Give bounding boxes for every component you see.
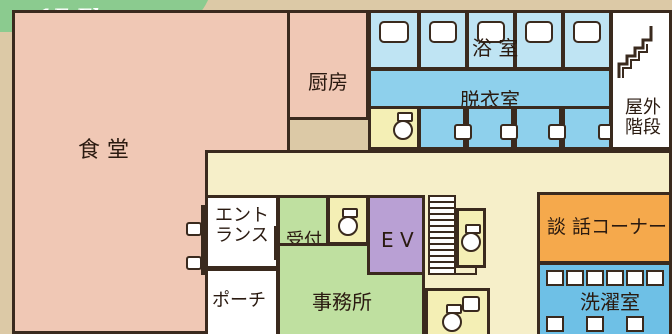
lounge-room	[537, 192, 672, 264]
kitchen-label: 厨房	[308, 70, 348, 94]
bathtub-icon	[573, 21, 601, 43]
stair-icon	[428, 195, 456, 275]
kitchen-room	[287, 10, 369, 120]
washer-icon	[646, 270, 664, 286]
bath-cubicle-4	[514, 10, 564, 70]
sink-icon	[462, 296, 480, 312]
porch-label: ポーチ	[212, 290, 266, 311]
dining-label: 食 堂	[78, 138, 129, 163]
washer-icon	[566, 270, 584, 286]
dressing-label: 脱衣室	[460, 88, 520, 112]
sink-icon	[454, 124, 472, 140]
bathtub-icon	[379, 21, 409, 43]
sink-icon	[500, 124, 518, 140]
washer-icon	[546, 316, 564, 332]
door-icon	[186, 256, 202, 270]
door-icon	[186, 222, 202, 236]
bath-cubicle-1	[368, 10, 420, 70]
washer-icon	[586, 270, 604, 286]
bath-cubicle-2	[418, 10, 468, 70]
outdoor-stairs-room	[610, 10, 672, 150]
outdoor-stairs-label: 屋外階段	[625, 97, 661, 138]
office-label: 事務所	[312, 290, 372, 314]
bathtub-icon	[525, 21, 553, 43]
washer-icon	[586, 316, 604, 332]
bath-cubicle-5	[562, 10, 612, 70]
washer-icon	[546, 270, 564, 286]
washer-icon	[626, 270, 644, 286]
entrance-door	[201, 205, 207, 275]
toilet-icon	[461, 224, 481, 252]
toilet-icon	[442, 304, 462, 332]
entrance-label: エントランス	[215, 205, 269, 246]
sink-icon	[548, 124, 566, 140]
toilet-icon	[338, 208, 358, 236]
lounge-label: 談 話コーナー	[547, 216, 668, 238]
bathtub-icon	[477, 21, 505, 43]
porch-room	[205, 268, 279, 334]
stair-icon	[617, 26, 653, 78]
washer-icon	[606, 270, 624, 286]
bath-label: 浴 室	[472, 36, 519, 60]
washer-icon	[626, 316, 644, 332]
bathtub-icon	[429, 21, 457, 43]
ev-label: E V	[381, 228, 414, 252]
elevator	[367, 195, 425, 275]
toilet-icon	[393, 112, 413, 140]
laundry-label: 洗濯室	[580, 290, 640, 314]
